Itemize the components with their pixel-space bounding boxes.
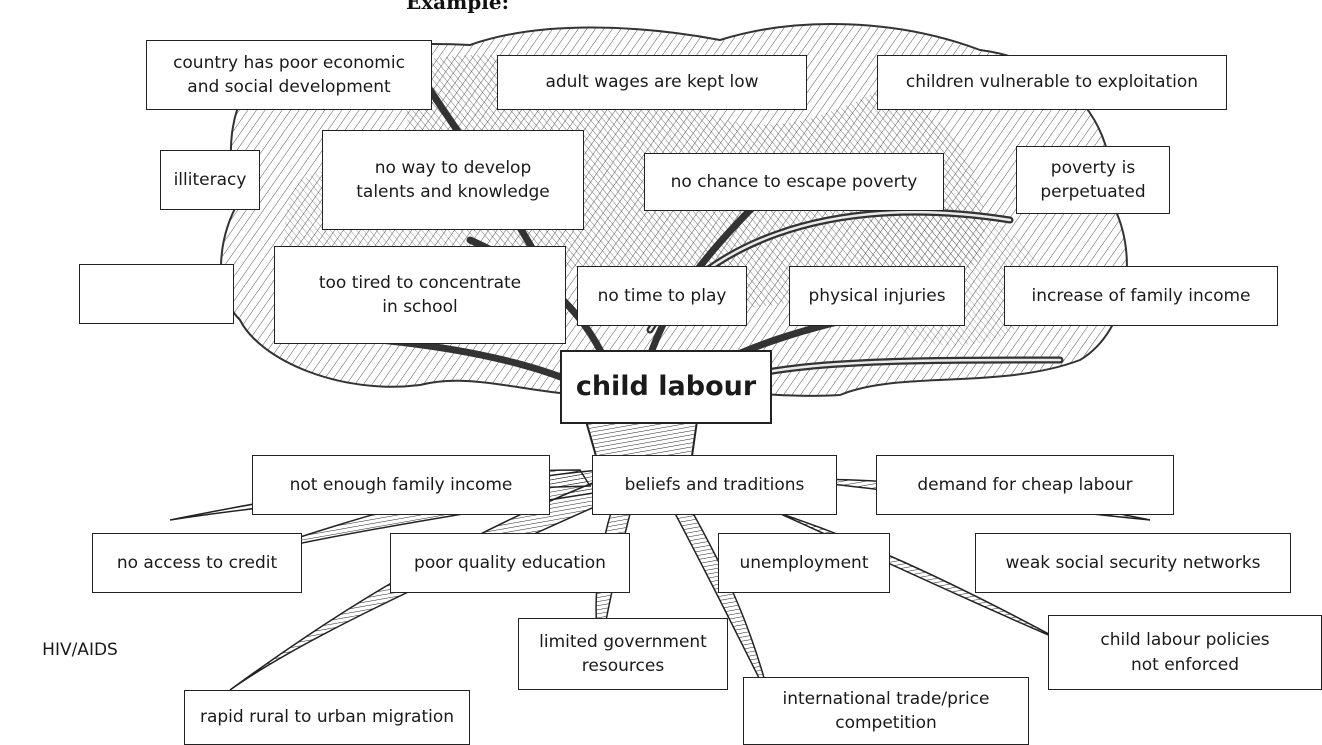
- label-children-vulnerable: children vulnerable to exploitation: [877, 55, 1227, 110]
- diagram-heading: Example:: [406, 0, 509, 14]
- label-country-poor-development: country has poor economic and social dev…: [146, 40, 432, 110]
- label-demand-cheap-labour: demand for cheap labour: [876, 455, 1174, 515]
- label-child-labour-policies: child labour policies not enforced: [1048, 615, 1322, 690]
- label-no-access-credit: no access to credit: [92, 533, 302, 593]
- label-weak-social-security: weak social security networks: [975, 533, 1291, 593]
- label-illiteracy: illiteracy: [160, 150, 260, 210]
- label-limited-government-resources: limited government resources: [518, 618, 728, 690]
- label-no-chance-escape-poverty: no chance to escape poverty: [644, 153, 944, 211]
- label-not-enough-family-income: not enough family income: [252, 455, 550, 515]
- label-hiv-aids: HIV/AIDS: [42, 639, 118, 660]
- label-too-tired-school: too tired to concentrate in school: [274, 246, 566, 344]
- label-poverty-perpetuated: poverty is perpetuated: [1016, 146, 1170, 214]
- label-child-labour-center: child labour: [560, 350, 772, 424]
- label-increase-family-income: increase of family income: [1004, 266, 1278, 326]
- label-poor-quality-education: poor quality education: [390, 533, 630, 593]
- label-unemployment: unemployment: [718, 533, 890, 593]
- label-no-way-develop: no way to develop talents and knowledge: [322, 130, 584, 230]
- label-no-time-play: no time to play: [577, 266, 747, 326]
- label-beliefs-traditions: beliefs and traditions: [592, 455, 837, 515]
- label-international-trade: international trade/price competition: [743, 677, 1029, 745]
- label-health-at-risk: [79, 264, 234, 324]
- label-adult-wages-low: adult wages are kept low: [497, 55, 807, 110]
- label-rapid-rural-migration: rapid rural to urban migration: [184, 690, 470, 745]
- label-physical-injuries: physical injuries: [789, 266, 965, 326]
